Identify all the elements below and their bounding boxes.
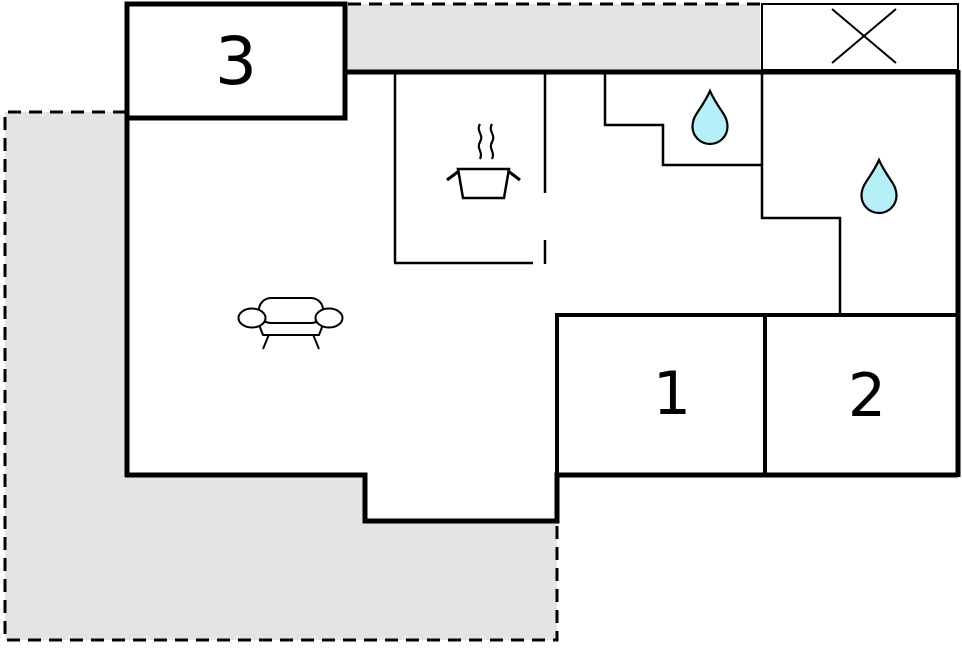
cross-box-outline (761, 3, 959, 71)
sofa-arm-right (314, 307, 344, 329)
pot-body (456, 167, 511, 200)
cross-line-2 (831, 8, 897, 64)
balcony-area (346, 4, 760, 72)
steam-line-2 (489, 123, 495, 160)
cross-box (761, 3, 959, 71)
water-drop-icon (860, 157, 898, 215)
steam-line-1 (477, 123, 483, 160)
interior-walls (393, 74, 842, 316)
bedroom-walls (555, 313, 958, 477)
sofa-arm-left (237, 307, 267, 329)
outer-walls (124, 1, 961, 524)
room-2-label: 2 (848, 361, 886, 431)
bathroom-divider-wall (760, 74, 842, 316)
bathroom-stepped-wall (603, 74, 761, 167)
cross-icon (831, 8, 897, 64)
pot-handle-left (446, 169, 460, 182)
sofa-back (258, 297, 324, 324)
room-1-label: 1 (653, 359, 691, 429)
terrace-dashed-border (3, 110, 559, 642)
sofa-icon (237, 297, 344, 350)
bottom-wall-with-notch (125, 472, 958, 524)
water-drop-icon (691, 88, 729, 146)
cooking-pot-icon (446, 123, 521, 200)
room-3-label: 3 (215, 23, 257, 100)
terrace-area (5, 112, 557, 640)
pot-handle-right (507, 169, 521, 182)
room-3-walls (124, 1, 348, 121)
